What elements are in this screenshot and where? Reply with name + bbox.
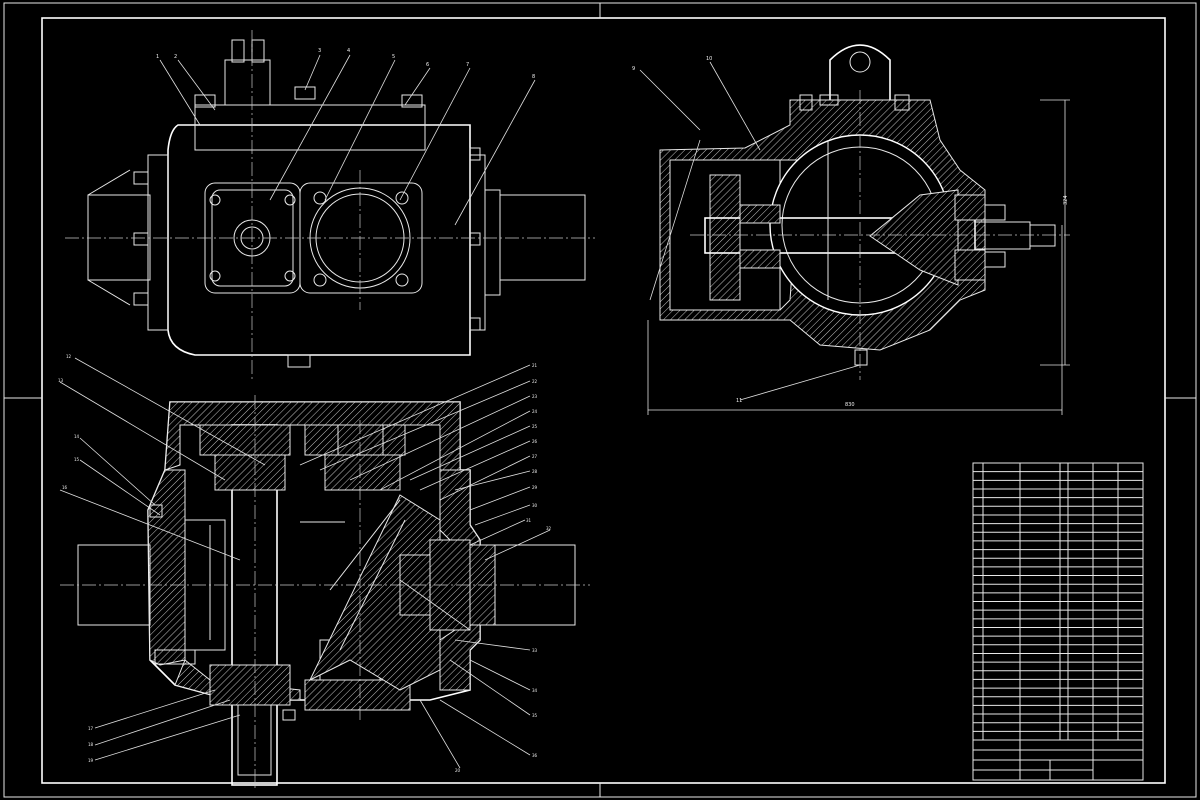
svg-text:14: 14 [74, 434, 80, 439]
svg-text:32: 32 [546, 526, 552, 531]
svg-text:8: 8 [532, 74, 535, 80]
svg-text:33: 33 [532, 648, 538, 653]
svg-text:28: 28 [532, 469, 538, 474]
svg-text:24: 24 [532, 409, 538, 414]
svg-text:16: 16 [62, 485, 68, 490]
svg-text:10: 10 [706, 56, 712, 62]
svg-text:9: 9 [632, 66, 635, 72]
svg-text:4: 4 [347, 48, 350, 54]
svg-text:26: 26 [532, 439, 538, 444]
svg-text:22: 22 [532, 379, 538, 384]
svg-text:11: 11 [736, 398, 742, 404]
svg-text:324: 324 [1063, 195, 1069, 205]
title-block [972, 739, 1144, 781]
svg-text:29: 29 [532, 485, 538, 490]
svg-text:5: 5 [392, 54, 395, 60]
svg-text:2: 2 [174, 54, 177, 60]
svg-text:35: 35 [532, 713, 538, 718]
svg-text:7: 7 [466, 62, 469, 68]
svg-text:830: 830 [845, 402, 855, 408]
svg-text:31: 31 [526, 518, 532, 523]
svg-text:34: 34 [532, 688, 538, 693]
svg-text:17: 17 [88, 726, 94, 731]
svg-text:36: 36 [532, 753, 538, 758]
svg-text:13: 13 [58, 378, 64, 383]
svg-text:20: 20 [455, 768, 461, 773]
svg-text:27: 27 [532, 454, 538, 459]
svg-text:1: 1 [156, 54, 159, 60]
parts-list [972, 462, 1144, 741]
side-section-view: 9 10 11 830 324 [632, 44, 1070, 415]
svg-text:18: 18 [88, 742, 94, 747]
svg-text:21: 21 [532, 363, 538, 368]
svg-text:3: 3 [318, 48, 321, 54]
svg-text:12: 12 [66, 354, 72, 359]
sheet-border [3, 2, 1197, 798]
main-section-view: 12 13 14 15 16 17 18 19 20 21 22 23 24 25 26 27… [58, 354, 590, 790]
svg-text:15: 15 [74, 457, 80, 462]
svg-text:19: 19 [88, 758, 94, 763]
svg-text:23: 23 [532, 394, 538, 399]
svg-text:6: 6 [426, 62, 429, 68]
svg-text:25: 25 [532, 424, 538, 429]
svg-text:30: 30 [532, 503, 538, 508]
